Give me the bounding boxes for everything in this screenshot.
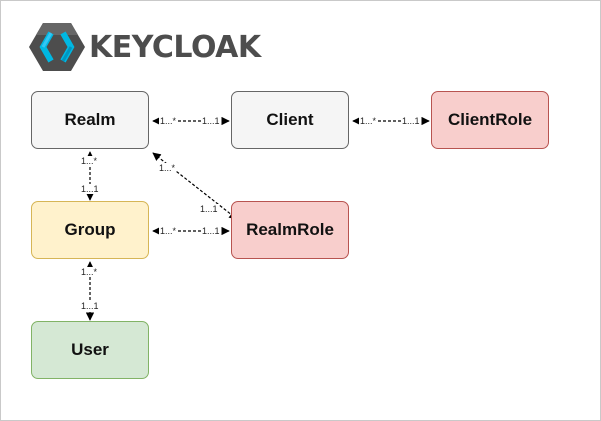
edge-label: 1...* [80,156,99,166]
edge-label: 1...* [159,226,178,236]
edge-label: 1...1 [80,184,100,194]
edge-label: 1...* [159,116,178,126]
edge-label: 1...1 [199,204,219,214]
edge-label: 1...1 [401,116,421,126]
node-user: User [31,321,149,379]
edge-label: 1...* [158,163,177,173]
node-client-role: ClientRole [431,91,549,149]
edge-label: 1...1 [201,116,221,126]
logo-text: KEYCLOAK [89,29,261,65]
node-realm-role: RealmRole [231,201,349,259]
edge-label: 1...* [359,116,378,126]
edge-label: 1...1 [201,226,221,236]
keycloak-logo: KEYCLOAK [29,19,261,75]
edge-label: 1...1 [80,301,100,311]
node-realm: Realm [31,91,149,149]
keycloak-logo-icon [29,23,85,71]
node-client: Client [231,91,349,149]
node-group: Group [31,201,149,259]
edge-label: 1...* [80,267,99,277]
